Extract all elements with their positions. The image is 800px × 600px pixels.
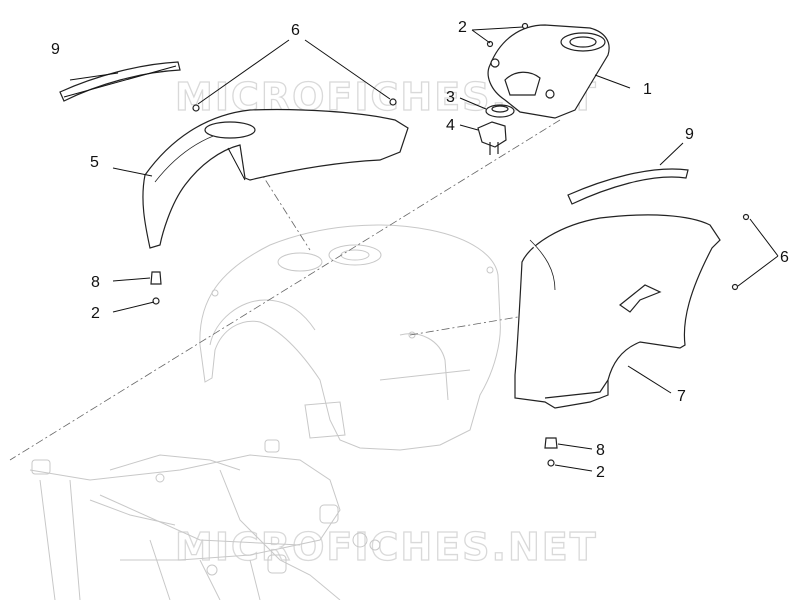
frame-ghost bbox=[29, 439, 381, 600]
callout-1: 1 bbox=[643, 81, 652, 98]
callout-9-right: 9 bbox=[685, 126, 694, 143]
callout-5: 5 bbox=[90, 154, 99, 171]
part-7-tank-cover-right bbox=[514, 214, 721, 409]
callout-8-left: 8 bbox=[91, 274, 100, 291]
callout-2-top: 2 bbox=[458, 19, 467, 36]
part-5-tank-cover-left bbox=[142, 98, 409, 249]
callout-2-left: 2 bbox=[91, 305, 100, 322]
hardware-fasteners bbox=[150, 22, 750, 467]
callout-4: 4 bbox=[446, 117, 455, 134]
watermark-bottom: MICROFICHES.NET bbox=[175, 525, 598, 569]
callout-6-right: 6 bbox=[780, 249, 789, 266]
part-3-gasket bbox=[485, 104, 515, 118]
callout-9-left: 9 bbox=[51, 41, 60, 58]
part-1-filler-cap-cover bbox=[487, 24, 610, 119]
callout-6-top: 6 bbox=[291, 22, 300, 39]
callout-8-right: 8 bbox=[596, 442, 605, 459]
part-9-trim-strip-right bbox=[567, 168, 689, 205]
tank-body-ghost bbox=[199, 224, 501, 451]
callout-numbers: 9 6 2 3 4 1 5 8 2 9 6 7 8 2 bbox=[51, 19, 789, 481]
part-4-clip bbox=[477, 121, 507, 155]
callout-7: 7 bbox=[677, 388, 686, 405]
leader-lines bbox=[69, 26, 779, 472]
callout-3: 3 bbox=[446, 89, 455, 106]
part-9-trim-strip-left bbox=[59, 61, 181, 102]
callout-2-right: 2 bbox=[596, 464, 605, 481]
